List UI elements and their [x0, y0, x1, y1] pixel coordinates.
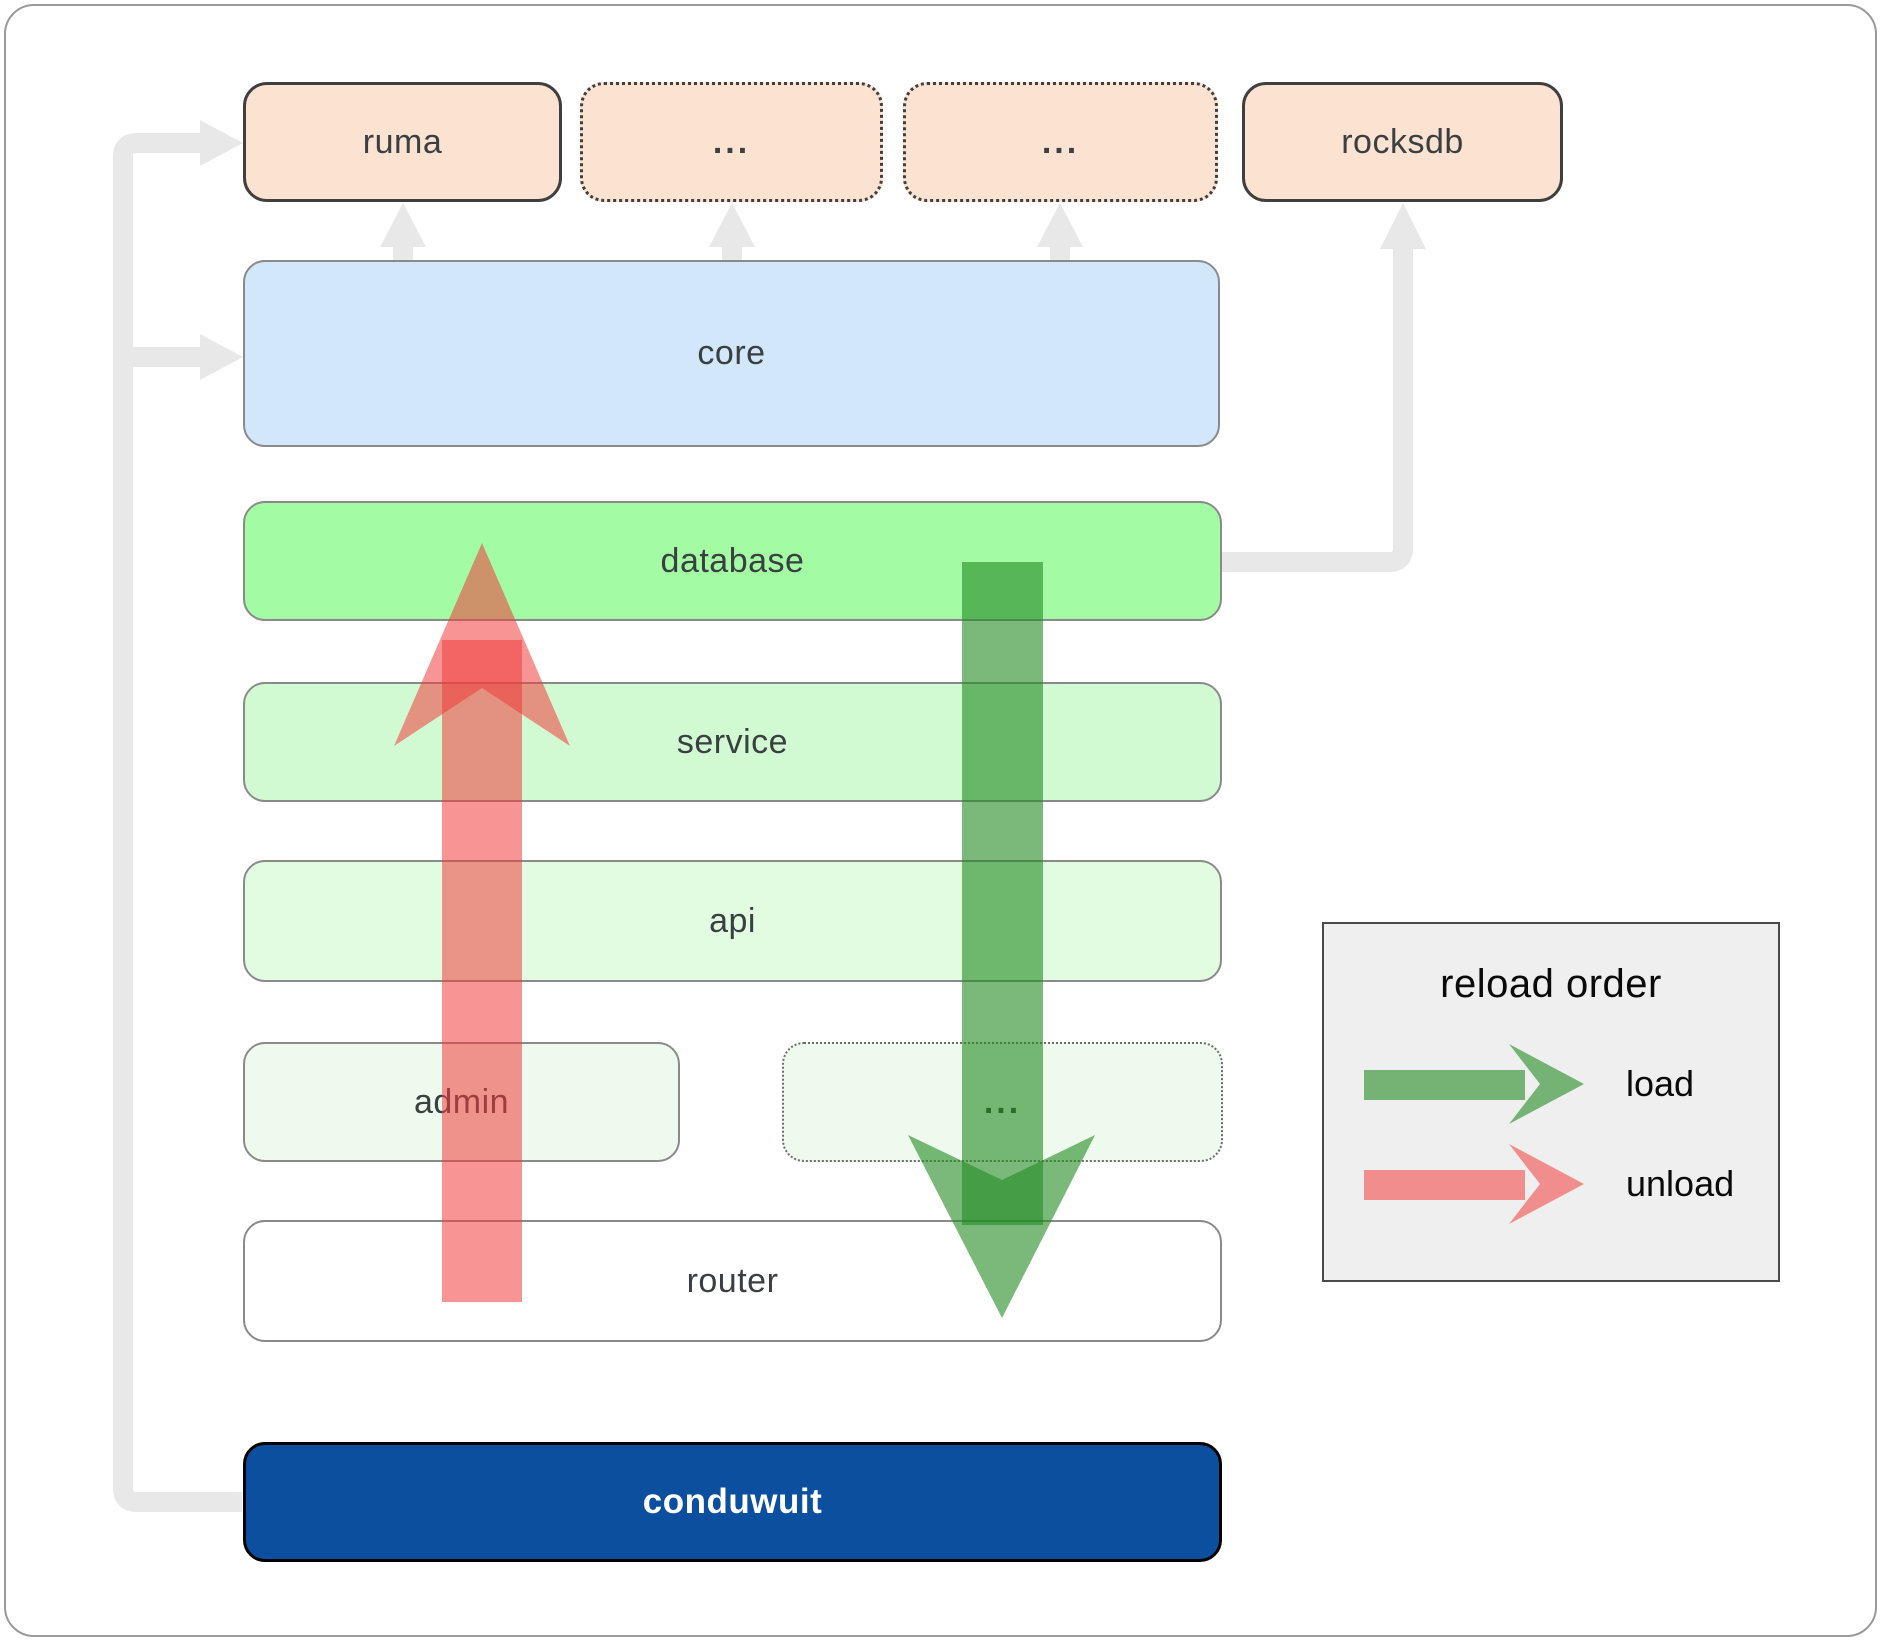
node-services-more: ...	[782, 1042, 1223, 1162]
legend-title: reload order	[1440, 962, 1662, 1006]
node-crates-more-1: ...	[580, 82, 883, 202]
legend-unload-arrow-icon	[1364, 1144, 1584, 1224]
node-admin: admin	[243, 1042, 680, 1162]
node-conduwuit-label: conduwuit	[642, 1482, 823, 1521]
node-router-label: router	[686, 1261, 779, 1300]
legend-unload-label: unload	[1626, 1163, 1735, 1204]
node-rocksdb: rocksdb	[1242, 82, 1563, 202]
legend-load-label: load	[1626, 1063, 1695, 1104]
node-admin-label: admin	[413, 1082, 510, 1121]
node-crates-more-1-label: ...	[712, 122, 751, 161]
node-crates-more-2: ...	[903, 82, 1218, 202]
legend: reload order load unload	[1322, 922, 1780, 1282]
node-ruma-label: ruma	[362, 122, 443, 161]
node-api: api	[243, 860, 1222, 982]
node-router: router	[243, 1220, 1222, 1342]
node-api-label: api	[709, 901, 756, 940]
node-database: database	[243, 501, 1222, 621]
node-conduwuit: conduwuit	[243, 1442, 1222, 1562]
node-crates-more-2-label: ...	[1041, 122, 1080, 161]
node-rocksdb-label: rocksdb	[1341, 122, 1464, 161]
node-services-more-label: ...	[983, 1082, 1022, 1121]
node-service: service	[243, 682, 1222, 802]
node-core-label: core	[697, 334, 766, 372]
diagram-frame	[4, 4, 1877, 1637]
node-service-label: service	[676, 722, 789, 761]
legend-load-arrow-icon	[1364, 1044, 1584, 1124]
node-core: core	[243, 260, 1220, 447]
node-ruma: ruma	[243, 82, 562, 202]
node-database-label: database	[660, 541, 805, 580]
